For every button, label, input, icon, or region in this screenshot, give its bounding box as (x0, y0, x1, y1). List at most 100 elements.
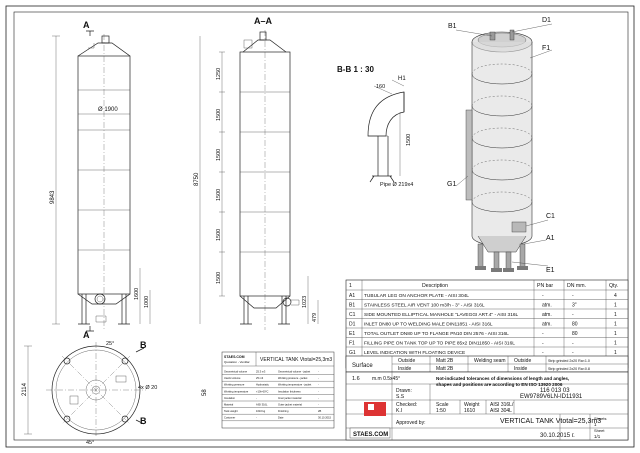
mini-cell: - (318, 377, 319, 380)
callout-d1: D1 (542, 17, 551, 24)
bom-cell: TUBULAR LEG ON ANCHOR PLATE - AISI 304L (364, 293, 469, 299)
plan-view: 2114 25° 45° 4x Ø 20 B B (22, 340, 157, 446)
bom-cell: - (542, 350, 544, 356)
detail-radius-dim: 160 (376, 84, 385, 90)
checked-val: K.I (396, 408, 402, 414)
mini-cell: - (256, 397, 257, 400)
bom-cell: atm. (542, 321, 552, 327)
detail-bb: B-B 1 : 30 160 H1 1500 Pipe Ø 219x4 (337, 65, 413, 188)
bom-cell: - (572, 312, 574, 318)
surface-outside-val: Matt 2B (436, 358, 454, 364)
bom-cell: INLET DN80 UP TO WELDING MALE DIN11851 -… (364, 321, 493, 327)
bom-cell: 1 (614, 350, 617, 356)
seg-dim-1: 1500 (216, 109, 222, 121)
mini-cell: Outer jacket material (278, 403, 302, 407)
mini-cell: Material (224, 403, 234, 407)
plan-hole-dim: 4x Ø 20 (138, 385, 157, 391)
callout-h1: H1 (398, 76, 406, 82)
mini-cell: 25.3 m3 (256, 370, 266, 374)
drawing-date: 30.10.2015 г. (540, 433, 575, 439)
mini-cell: +10/+60°C (256, 389, 269, 393)
callout-f1: F1 (542, 45, 550, 52)
bom-cell: 80 (572, 331, 578, 337)
surface-table: Surface Outside Inside Matt 2B Matt 2B W… (345, 355, 629, 373)
bom-cell: 1 (614, 302, 617, 308)
drawn-val: S.S (396, 394, 405, 400)
detail-pipe-label: Pipe Ø 219x4 (380, 182, 413, 188)
mini-cell: Date (278, 416, 284, 420)
dim-1600: 1600 (134, 288, 140, 300)
callout-g1: G1 (447, 181, 456, 188)
section-a-top-label: A (83, 20, 90, 30)
bom-cell: 3" (572, 302, 577, 308)
surface-inside: Inside (398, 366, 412, 372)
mini-cell: 2B (318, 409, 321, 413)
inner-frame (13, 11, 629, 441)
weight-val: 1610 (464, 408, 475, 414)
bom-cell: 1 (614, 340, 617, 346)
drawn-label: Drawn: (396, 388, 412, 394)
bom-cell: - (542, 331, 544, 337)
rough-1: 1.6 (352, 376, 360, 382)
weight-label: Weight (464, 402, 480, 408)
mini-company: STAES.COM (224, 355, 245, 359)
bom-cell: atm. (542, 302, 552, 308)
material-val-1: AISI 316L/ (490, 402, 514, 408)
weld-in-val: Strip grinded 2x20 Ra<0.8 (548, 367, 590, 371)
detail-title: B-B 1 : 30 (337, 65, 374, 74)
bom-header-cell: Description (422, 283, 448, 289)
tol-line-1: Not-indicated tolerances of dimensions o… (436, 376, 569, 381)
mini-cell: Working temperature (224, 389, 249, 393)
callout-b1: B1 (448, 23, 457, 30)
rough-2: m.m 0.5x45° (372, 376, 400, 382)
section-b-label-top: B (140, 340, 147, 350)
mini-cell: - (318, 371, 319, 374)
mini-cell: Tank weight (224, 409, 238, 413)
title-block: 1.6 m.m 0.5x45° Not-indicated tolerances… (345, 371, 629, 441)
bottom-dim-b: 479 (312, 313, 318, 322)
drawing-title: VERTICAL TANK Vtotal=25,3m3 (500, 418, 601, 425)
body-height-dim: 8750 (194, 172, 200, 186)
mini-cell: 1610 kg (256, 409, 266, 413)
seg-dim-2: 1500 (216, 149, 222, 161)
bom-cell: LEVEL INDICATION WITH FLOATING DEVICE (364, 350, 465, 356)
bom-cell: SIDE MOUNTED ELLIPTICAL MANHOLE "LAVEGGI… (364, 312, 519, 318)
mini-cell: Insulation (224, 396, 236, 400)
mini-cell: Inner jacket material (278, 396, 302, 400)
bom-header-cell: Qty. (609, 283, 618, 289)
bom-cell: 1 (614, 331, 617, 337)
mini-cell: Working pressure - jacket (278, 376, 308, 380)
weld-inside: Inside (514, 366, 528, 372)
section-a-bottom-label: A (83, 330, 90, 340)
plan-diameter-dim: 2114 (22, 382, 28, 396)
callout-a1: A1 (546, 235, 555, 242)
total-height-dim: 9843 (50, 190, 56, 204)
bom-cell: C1 (349, 312, 356, 318)
mini-cell: 25 m3 (256, 376, 264, 380)
bom-cell: TOTAL OUTLET DN80 UP TO FLANGE PN10 DIN … (364, 331, 509, 337)
bom-cell: - (542, 340, 544, 346)
sheets-label: Sheets (594, 416, 606, 421)
side-dim-58: 58 (202, 389, 208, 396)
plan-angle-a: 25° (106, 341, 114, 347)
sheet-label: Sheet (594, 428, 605, 433)
mini-cell: AISI 316L (256, 403, 268, 407)
weld-label: Welding seam (474, 358, 506, 364)
section-b-label-bottom: B (140, 416, 147, 426)
approved-label: Approved by: (396, 420, 425, 426)
logo-text: STAES.COM (353, 432, 388, 438)
bom-cell: STAINLESS STEEL AIR VENT 100 m3/h - 3" -… (364, 302, 485, 308)
dim-1000: 1000 (144, 296, 150, 308)
diameter-dim: Ø 1900 (98, 107, 118, 113)
bom-cell: - (542, 293, 544, 299)
mini-cell: - (256, 417, 257, 420)
mini-cell: Working pressure (224, 383, 245, 387)
scale-label: Scale (436, 402, 449, 408)
surface-inside-val: Matt 2B (436, 366, 454, 372)
callout-c1: C1 (546, 213, 555, 220)
surface-label: Surface (352, 363, 373, 369)
mini-cell: Insulation thickness (278, 389, 301, 393)
mini-cell: Geometrical volume (224, 370, 248, 374)
